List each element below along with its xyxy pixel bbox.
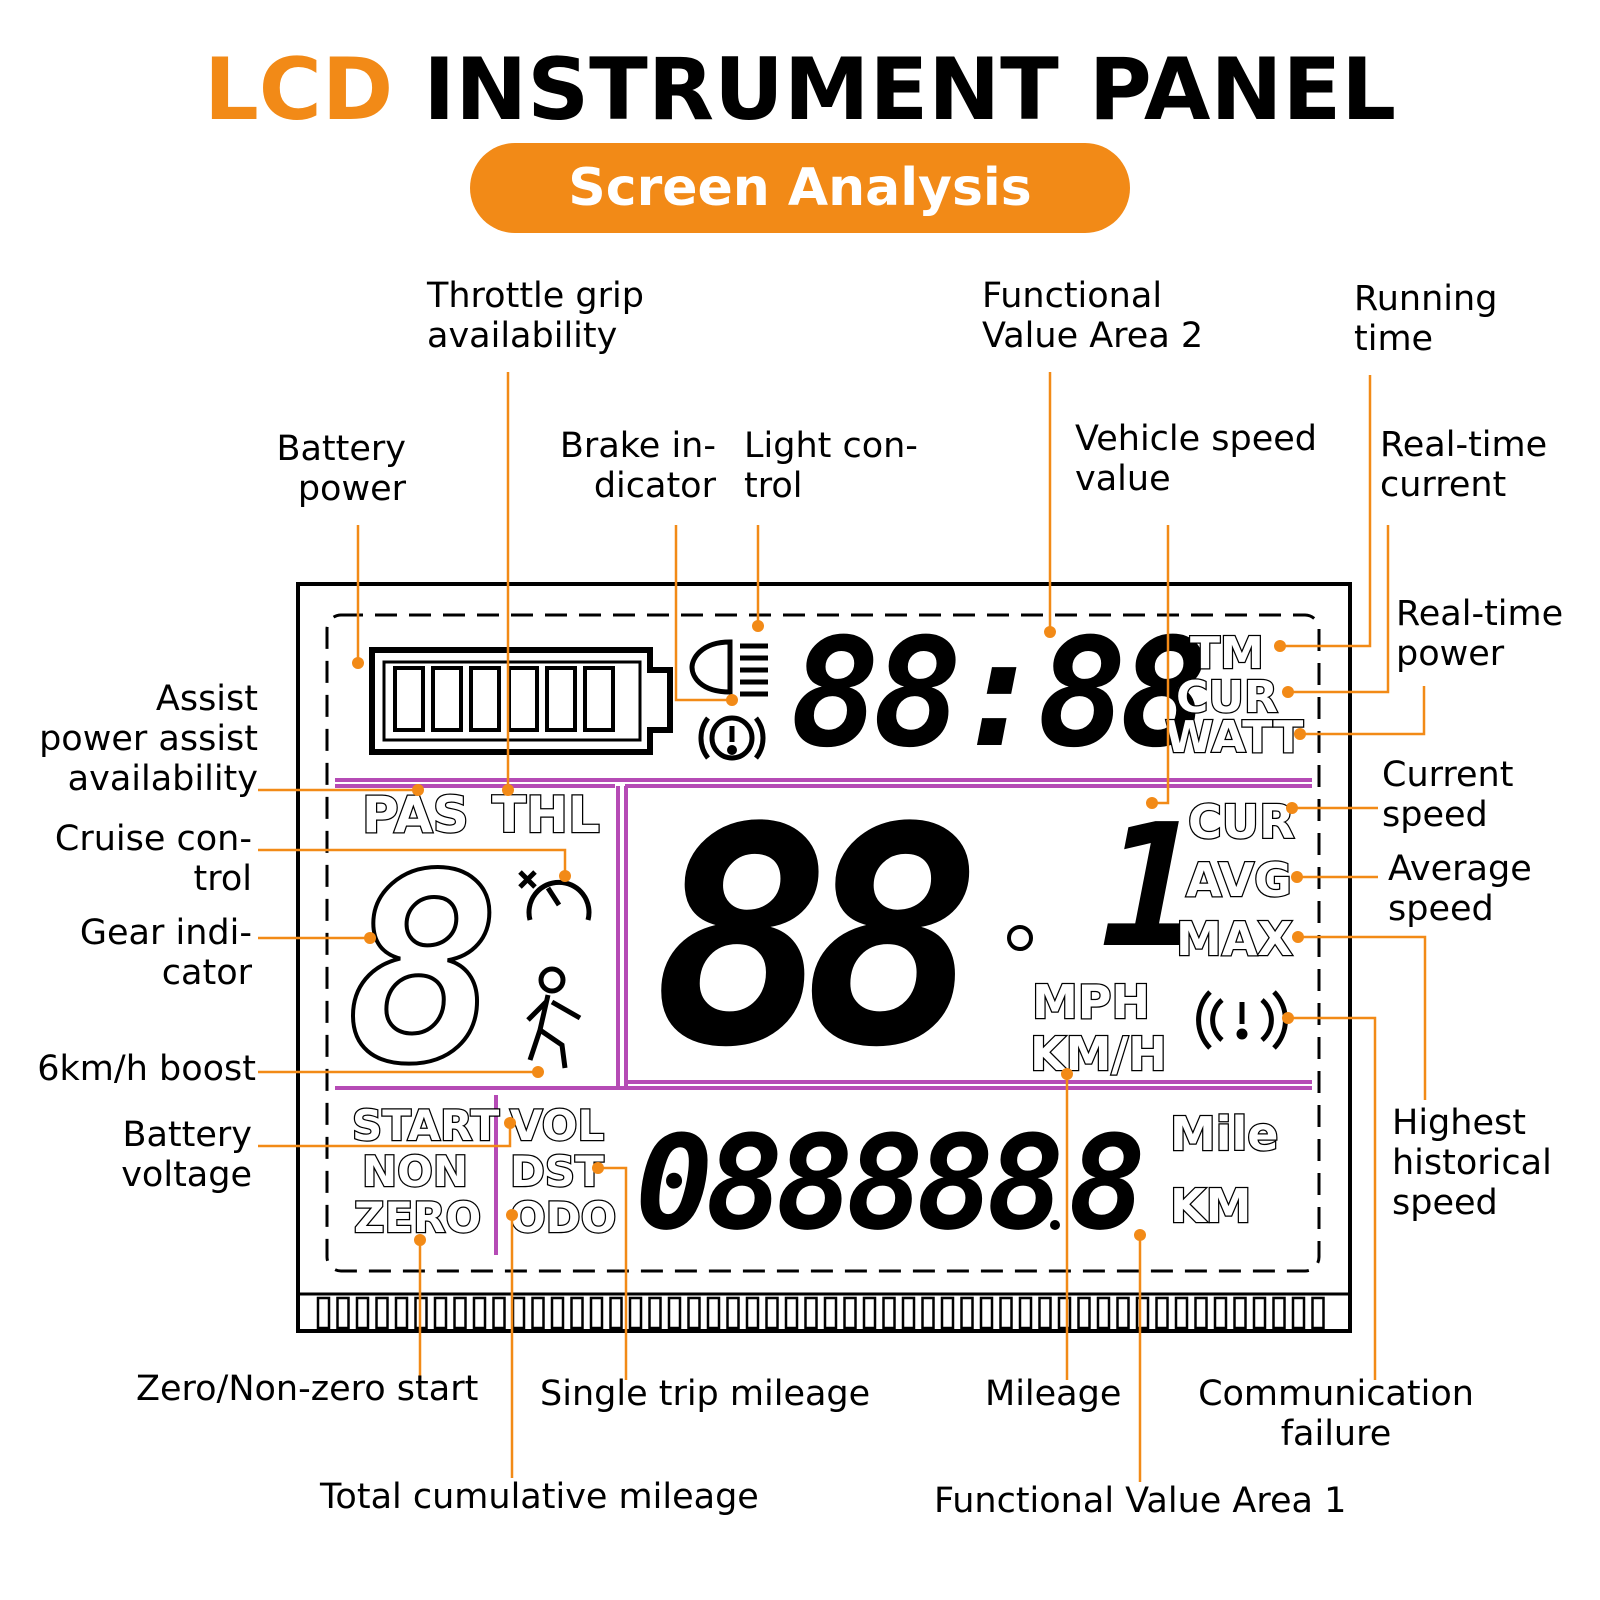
subtitle-badge: Screen Analysis	[470, 143, 1130, 233]
callout-boost: 6km/h boost	[37, 1049, 256, 1089]
max-label: MAX	[1176, 912, 1293, 966]
title-accent: LCD	[203, 40, 394, 140]
non-label: NON	[362, 1147, 468, 1196]
zero-label: ZERO	[354, 1193, 481, 1242]
odo-label: ODO	[510, 1193, 616, 1242]
callout-single-trip: Single trip mileage	[540, 1374, 870, 1414]
callout-total-mileage: Total cumulative mileage	[319, 1477, 759, 1517]
battery-icon	[369, 647, 673, 755]
brake-icon	[698, 715, 766, 761]
leader-lines	[258, 372, 1427, 1482]
callout-brake: Brake in-dicator	[560, 426, 717, 506]
speed-display: 88	[652, 764, 971, 1113]
callout-gear: Gear indi-cator	[80, 913, 253, 993]
lcd-dividers	[335, 778, 1312, 1255]
km-label: KM	[1170, 1179, 1251, 1233]
cur-label: CUR	[1188, 795, 1295, 849]
headlight-icon	[689, 639, 768, 697]
leader-dots	[352, 620, 1306, 1246]
lcd-outer-frame	[296, 582, 1352, 1333]
kmh-label: KM/H	[1030, 1027, 1167, 1081]
callout-light: Light con-trol	[744, 426, 918, 506]
mile-label: Mile	[1170, 1107, 1279, 1161]
callout-zero-start: Zero/Non-zero start	[136, 1369, 478, 1409]
walk-assist-icon	[526, 966, 582, 1069]
title-rest: INSTRUMENT PANEL	[423, 40, 1396, 140]
avg-label: AVG	[1186, 853, 1292, 907]
odometer-decimal-digit: 8	[1068, 1107, 1146, 1259]
odometer-display: 088888	[635, 1107, 1059, 1259]
watt-label: WATT	[1165, 712, 1303, 763]
callout-mileage: Mileage	[985, 1374, 1121, 1414]
speed-decimal-digit: 1	[1100, 788, 1202, 986]
callout-cruise: Cruise con-trol	[55, 819, 252, 899]
tm-label: TM	[1190, 628, 1264, 679]
vol-label: VOL	[510, 1101, 604, 1150]
bottom-contact-strip	[298, 1292, 1350, 1330]
lcd-dashed-border	[325, 613, 1321, 1273]
speedometer-cruise-icon	[518, 870, 592, 921]
dst-label: DST	[510, 1147, 604, 1196]
pas-label: PAS	[362, 786, 469, 844]
odometer-decimal-point	[1050, 1220, 1060, 1230]
start-label: START	[352, 1101, 500, 1150]
gear-digit: 8	[345, 820, 502, 1122]
time-display: 88:88	[790, 607, 1203, 781]
mph-label: MPH	[1032, 975, 1150, 1029]
speed-decimal-point	[1007, 925, 1033, 951]
page-title: LCD INSTRUMENT PANEL	[0, 40, 1600, 140]
callout-fva1: Functional Value Area 1	[934, 1481, 1346, 1521]
cur-top-label: CUR	[1176, 672, 1278, 723]
